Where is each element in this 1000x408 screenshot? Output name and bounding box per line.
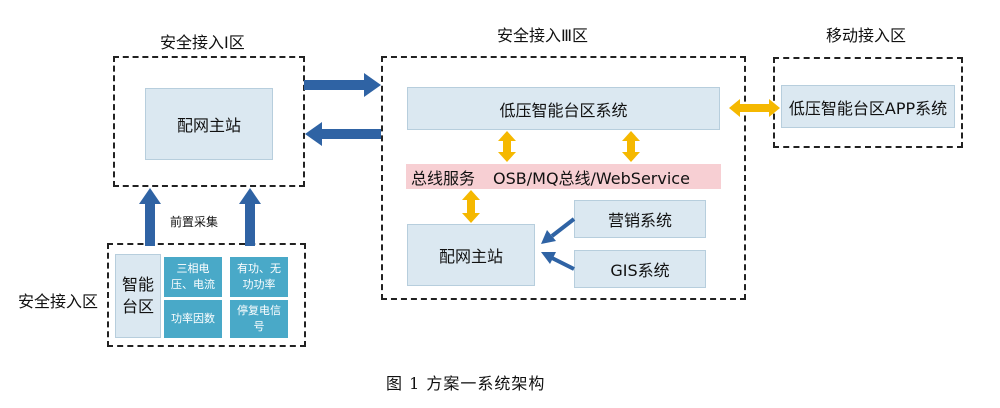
zone-title-security-3: 安全接入Ⅲ区 [497,26,589,45]
zone-access [107,243,306,347]
smart-area-line2: 台区 [121,297,154,316]
tile-power-line1: 有功、无 [237,261,281,275]
tile-power: 有功、无 功功率 [230,257,288,297]
tile-outage-line2: 号 [253,320,265,333]
tile-power-factor: 功率因数 [164,300,222,338]
zone-title-mobile: 移动接入区 [826,26,907,45]
bus-service-detail: OSB/MQ总线/WebService [493,168,690,188]
tile-three-phase: 三相电 压、电流 [164,257,222,297]
tile-outage: 停复电信 号 [230,300,288,338]
lv-smart-area-system[interactable]: 低压智能台区系统 [407,87,720,130]
tile-power-line2: 功功率 [242,278,276,291]
smart-area-line1: 智能 [121,274,154,294]
zone-title-access: 安全接入区 [18,292,99,311]
lv-smart-area-app-system[interactable]: 低压智能台区APP系统 [781,85,955,128]
main-station-zone3[interactable]: 配网主站 [407,224,535,286]
arrow-up-right [239,188,261,246]
zone-security-3 [381,56,746,300]
zone-title-security-1: 安全接入Ⅰ区 [160,33,245,52]
arrow-left-to-zone1 [305,122,381,146]
tile-three-phase-line2: 压、电流 [171,278,215,291]
arrow-up-left [139,188,161,246]
bus-service-bar: 总线服务 OSB/MQ总线/WebService [406,164,721,189]
main-station-zone1[interactable]: 配网主站 [145,88,273,160]
front-collect-label: 前置采集 [170,215,219,229]
tile-three-phase-line1: 三相电 [176,261,210,275]
zone-security-1 [113,56,305,187]
bus-service-label: 总线服务 [411,168,476,188]
tile-outage-line1: 停复电信 [237,303,281,317]
marketing-system[interactable]: 营销系统 [574,200,706,238]
figure-caption: 图 1 方案一系统架构 [386,374,546,393]
smart-area-label: 智能 台区 [115,254,161,338]
gis-system[interactable]: GIS系统 [574,250,706,288]
arrow-right-to-zone3 [304,73,381,97]
